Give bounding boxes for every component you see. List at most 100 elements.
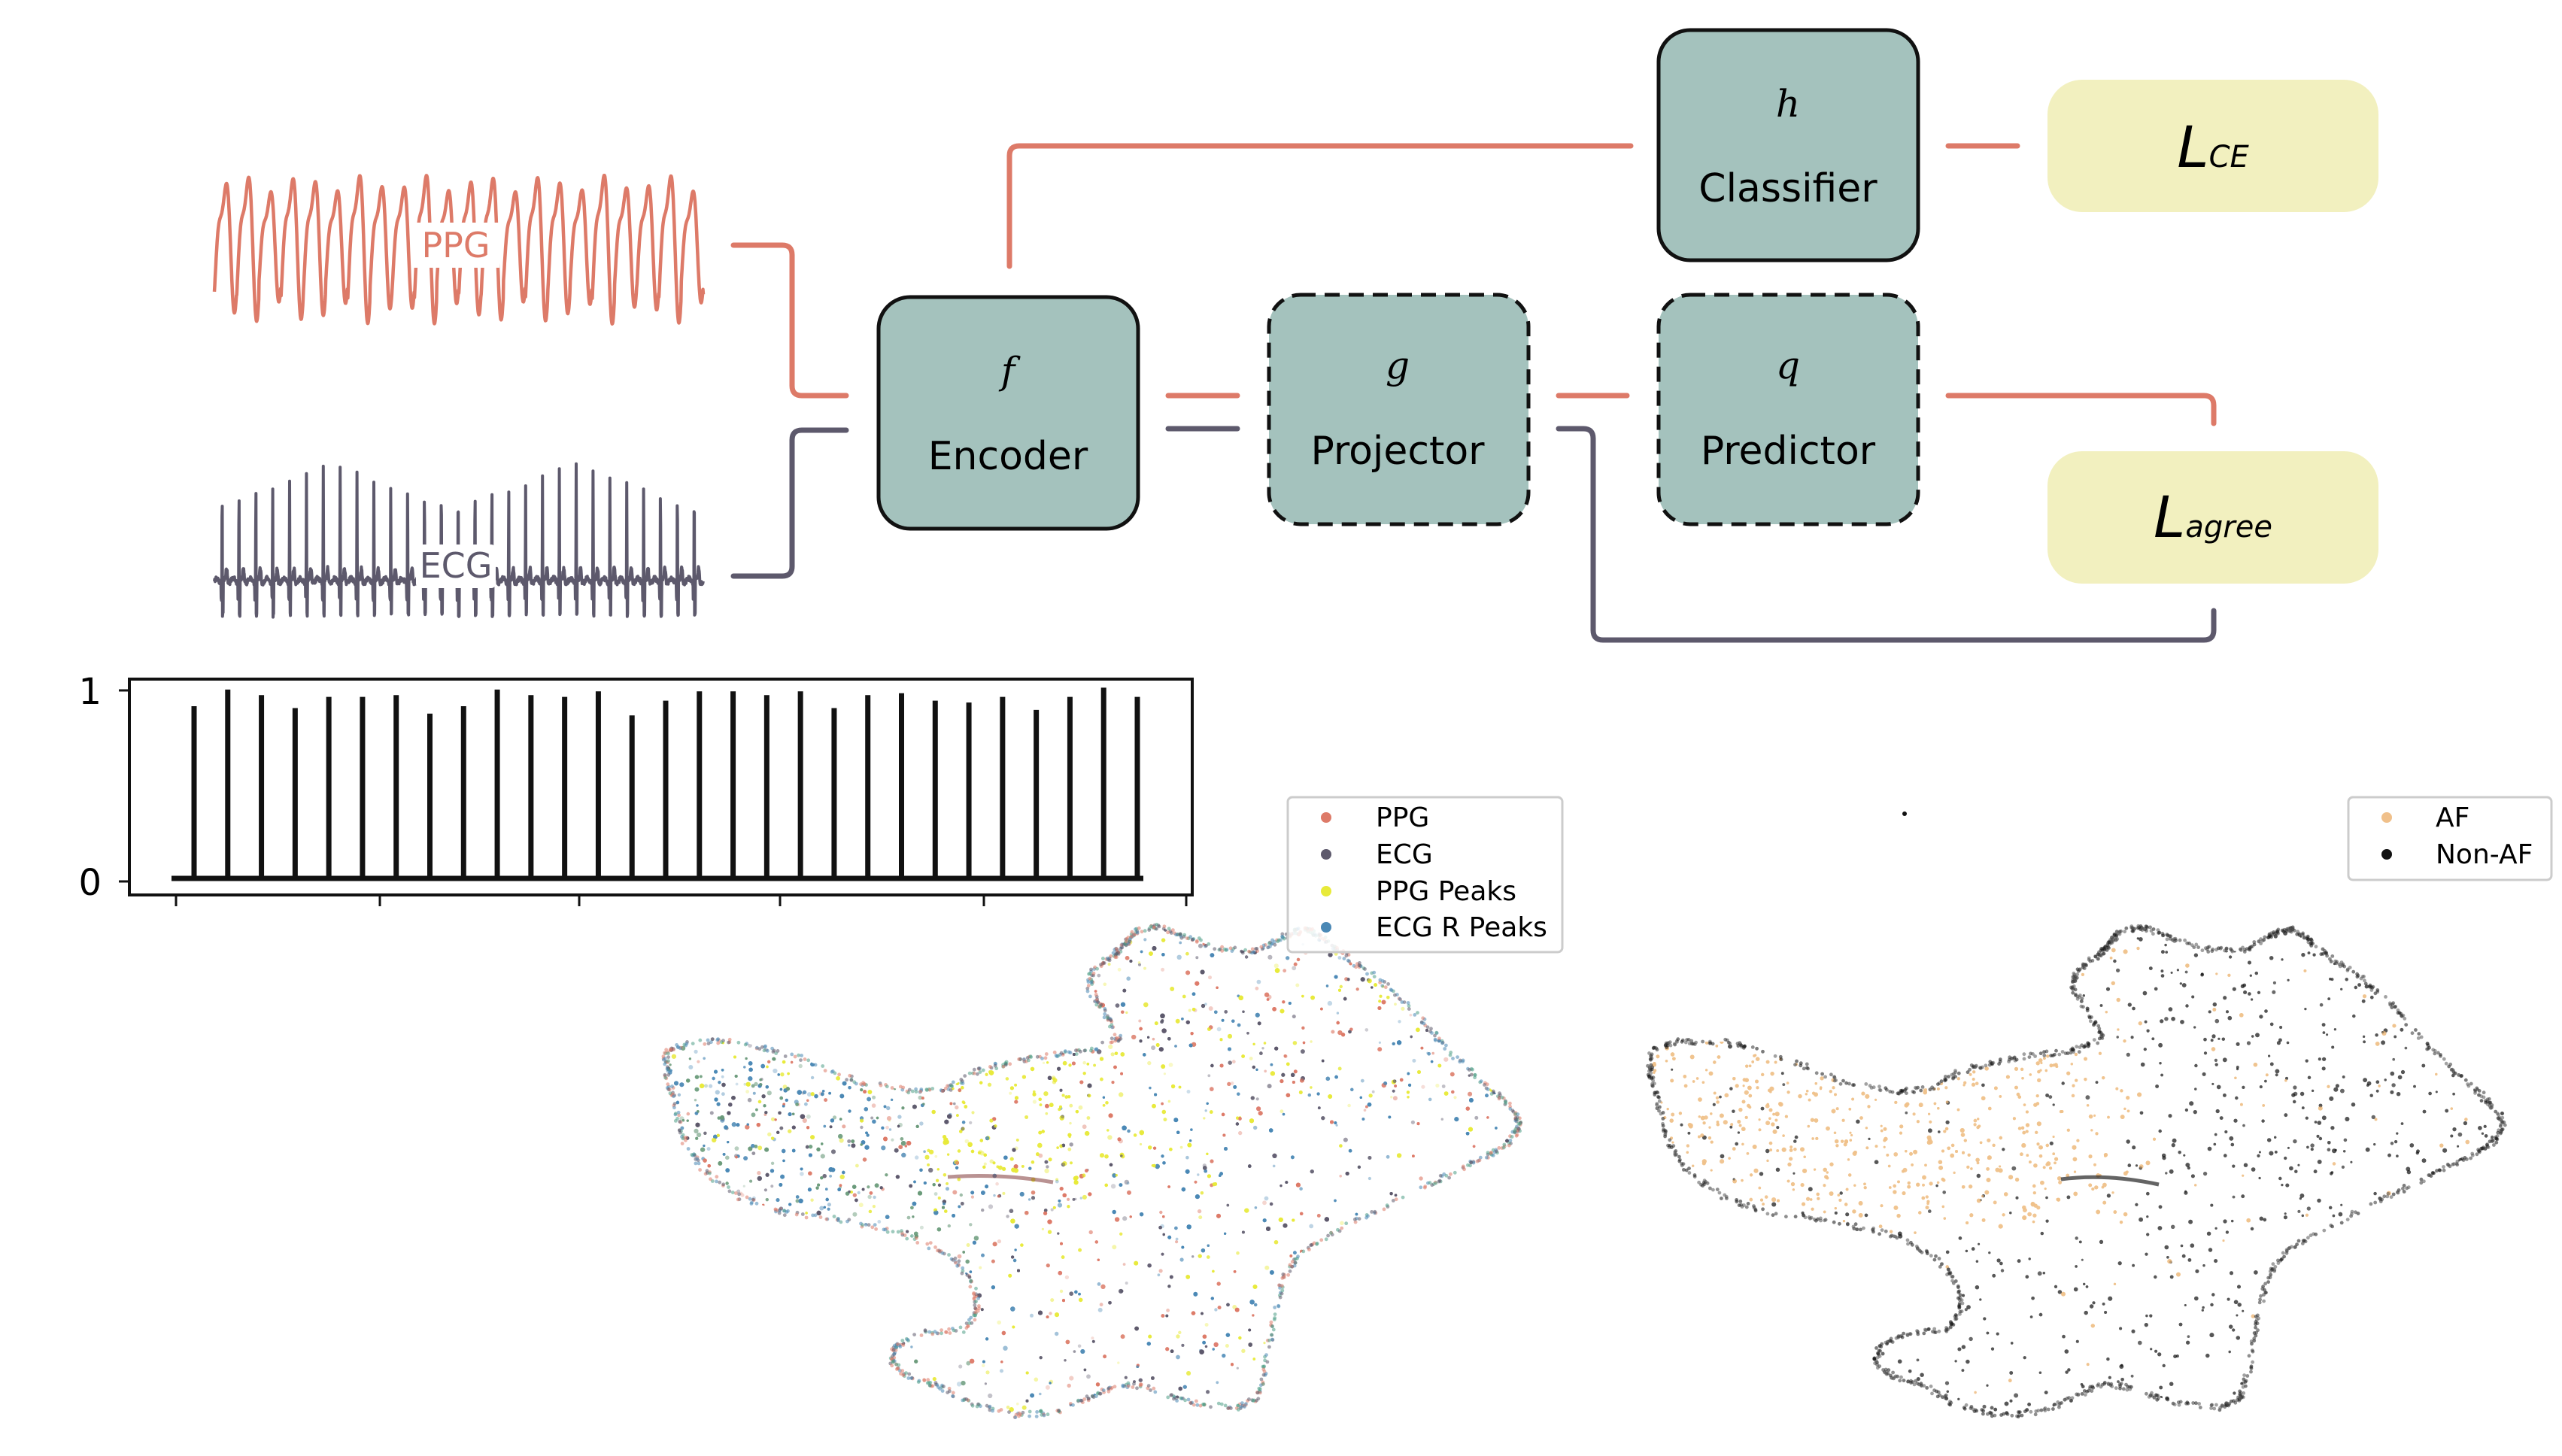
umap-point bbox=[867, 1194, 872, 1200]
umap-point bbox=[1189, 1139, 1192, 1142]
umap-point bbox=[1474, 1115, 1479, 1120]
umap-point bbox=[1068, 1063, 1072, 1067]
umap-point bbox=[1182, 994, 1186, 999]
umap-point bbox=[1055, 1331, 1059, 1336]
umap-point bbox=[1033, 1090, 1036, 1094]
umap-point bbox=[971, 1111, 975, 1115]
umap-point bbox=[864, 1145, 870, 1150]
umap-point bbox=[1252, 1357, 1256, 1360]
umap-point bbox=[1263, 1342, 1266, 1345]
umap-point bbox=[1168, 1063, 1173, 1067]
umap-point bbox=[972, 1240, 976, 1245]
umap-point bbox=[1015, 1139, 1019, 1142]
umap-point bbox=[1228, 1033, 1232, 1039]
umap-point bbox=[1307, 1093, 1312, 1097]
umap-point bbox=[1061, 1115, 1064, 1119]
umap-point bbox=[1207, 1174, 1211, 1178]
umap-point bbox=[1386, 996, 1390, 999]
umap-point bbox=[1364, 1028, 1369, 1032]
umap-point bbox=[1039, 1356, 1043, 1360]
umap-point bbox=[748, 1076, 753, 1081]
umap-point bbox=[1107, 1135, 1113, 1140]
umap-point bbox=[1036, 1152, 1040, 1157]
umap-point bbox=[855, 1198, 858, 1203]
umap-point bbox=[1327, 1000, 1333, 1006]
umap-point bbox=[1321, 1059, 1325, 1063]
umap-point bbox=[1078, 1248, 1082, 1252]
umap-point bbox=[881, 1145, 886, 1151]
umap-point bbox=[757, 1145, 763, 1151]
umap-point bbox=[901, 1152, 906, 1157]
umap-point bbox=[1082, 1072, 1086, 1075]
umap-point bbox=[703, 1144, 706, 1148]
umap-point bbox=[979, 1151, 985, 1156]
umap-point bbox=[715, 1090, 720, 1095]
umap-point bbox=[807, 1188, 812, 1192]
umap-point bbox=[1122, 1263, 1126, 1266]
ce-loss-sub: CE bbox=[2209, 140, 2250, 174]
umap-point bbox=[1032, 1100, 1037, 1104]
umap-point bbox=[669, 1069, 672, 1072]
umap-point bbox=[1049, 1382, 1052, 1385]
umap-point bbox=[1226, 1203, 1230, 1207]
umap-point bbox=[1237, 1092, 1240, 1096]
umap-point bbox=[760, 1063, 765, 1069]
umap-point bbox=[872, 1119, 876, 1124]
umap-point bbox=[1191, 992, 1196, 996]
umap-point bbox=[868, 1209, 873, 1214]
x-ticks bbox=[175, 895, 1188, 906]
umap-point bbox=[1002, 1166, 1006, 1171]
ce-loss-main: L bbox=[2177, 114, 2208, 180]
umap-point bbox=[1221, 1112, 1225, 1117]
umap-point bbox=[1100, 1284, 1106, 1289]
umap-point bbox=[712, 1137, 717, 1143]
umap-point bbox=[1198, 1254, 1202, 1258]
umap-point bbox=[1173, 1118, 1179, 1123]
umap-point bbox=[1207, 1027, 1211, 1031]
umap-point bbox=[863, 1090, 867, 1094]
umap-point bbox=[1152, 1037, 1155, 1041]
umap-point bbox=[1226, 1303, 1230, 1307]
umap-point bbox=[960, 1202, 964, 1206]
umap-point bbox=[876, 1116, 879, 1120]
umap-point bbox=[1025, 1371, 1029, 1375]
umap-point bbox=[1236, 1251, 1240, 1255]
umap-point bbox=[1025, 1399, 1029, 1403]
umap-point bbox=[1360, 977, 1365, 982]
umap-point bbox=[1409, 1013, 1413, 1017]
umap-point bbox=[981, 1253, 985, 1257]
umap-point bbox=[1279, 1185, 1283, 1188]
umap-point bbox=[910, 1206, 914, 1210]
umap-point bbox=[1151, 1376, 1155, 1380]
umap-point bbox=[1427, 1052, 1431, 1056]
umap-point bbox=[866, 1133, 870, 1137]
umap-point bbox=[1349, 1027, 1353, 1031]
projector-to-agree-loss-line bbox=[1556, 426, 2217, 643]
umap-point bbox=[1207, 1255, 1210, 1259]
umap-point bbox=[1298, 1090, 1303, 1094]
umap-point bbox=[867, 1185, 870, 1189]
umap-point bbox=[997, 1239, 1001, 1244]
umap-point bbox=[1203, 1166, 1207, 1170]
umap-point bbox=[1005, 1077, 1009, 1081]
umap-point bbox=[700, 1147, 706, 1152]
umap-point bbox=[1216, 1381, 1219, 1385]
umap-point bbox=[1226, 1203, 1230, 1207]
umap-point bbox=[1020, 1243, 1024, 1247]
umap-point bbox=[1169, 1275, 1173, 1279]
umap-point bbox=[1203, 1117, 1206, 1120]
umap-point bbox=[1468, 1091, 1473, 1097]
umap-point bbox=[1059, 1088, 1063, 1092]
umap-point bbox=[1485, 1094, 1489, 1098]
umap-point bbox=[1468, 1091, 1473, 1097]
umap-point bbox=[1086, 1063, 1090, 1066]
umap-point bbox=[1249, 1300, 1255, 1305]
umap-point bbox=[1270, 1063, 1273, 1066]
umap-point bbox=[1151, 1376, 1155, 1380]
umap-point bbox=[748, 1061, 753, 1066]
umap-point bbox=[1345, 1172, 1349, 1175]
umap-point bbox=[790, 1060, 794, 1064]
umap-point bbox=[809, 1145, 813, 1149]
umap-point bbox=[1069, 1376, 1074, 1381]
